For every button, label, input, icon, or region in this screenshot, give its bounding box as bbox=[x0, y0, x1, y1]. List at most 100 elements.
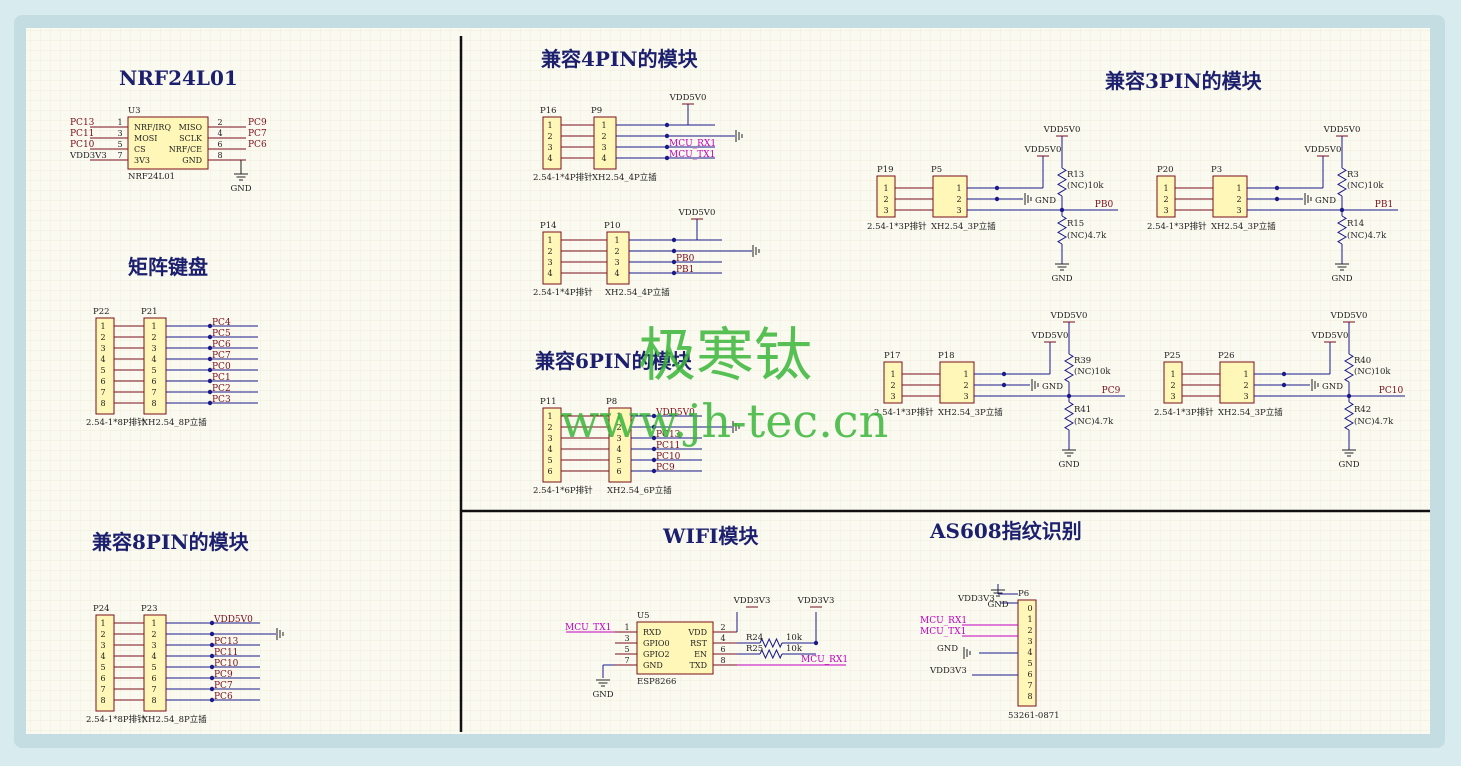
header-desc: 2.54-1*6P排针 bbox=[533, 485, 593, 496]
junction-dot bbox=[1274, 185, 1280, 191]
power-label: VDD5V0 bbox=[669, 93, 707, 103]
header-left bbox=[1156, 175, 1176, 218]
header-desc: XH2.54_3P立插 bbox=[1218, 407, 1283, 418]
as608-part: 53261-0871 bbox=[1008, 711, 1060, 721]
pin-number: 4 bbox=[217, 129, 222, 138]
pin-number: 3 bbox=[151, 344, 156, 353]
net-label: MCU_TX1 bbox=[920, 627, 966, 637]
pin-signal: RST bbox=[690, 639, 708, 648]
pin-number: 3 bbox=[151, 641, 156, 650]
net-label: PC2 bbox=[212, 384, 231, 394]
header-right bbox=[143, 614, 167, 712]
pin-number: 2 bbox=[1027, 626, 1032, 635]
pin-number: 1 bbox=[117, 118, 122, 127]
net-label: MCU_TX1 bbox=[565, 623, 611, 633]
power-label: VDD5V0 bbox=[1304, 145, 1342, 155]
pin-number: 1 bbox=[890, 370, 895, 379]
net-label: PC9 bbox=[1102, 386, 1121, 396]
resistor-value: (NC)4.7k bbox=[1354, 416, 1394, 427]
pin-signal: GPIO0 bbox=[643, 639, 670, 648]
resistor-ref: R15 bbox=[1067, 219, 1084, 229]
title-as608: AS608指纹识别 bbox=[929, 519, 1082, 543]
net-label: PC13 bbox=[70, 118, 95, 128]
header-ref: P3 bbox=[1211, 165, 1222, 175]
resistor bbox=[1057, 215, 1067, 245]
pin-number: 6 bbox=[547, 467, 552, 476]
header-desc: 2.54-1*3P排针 bbox=[1154, 407, 1214, 418]
header-ref: P18 bbox=[938, 351, 955, 361]
pin-number: 3 bbox=[547, 434, 552, 443]
title-4pin: 兼容4PIN的模块 bbox=[541, 47, 699, 71]
pin-number: 5 bbox=[547, 456, 552, 465]
pin-number: 7 bbox=[100, 685, 105, 694]
resistor-value: (NC)4.7k bbox=[1074, 416, 1114, 427]
net-label: PC7 bbox=[214, 681, 233, 691]
pin-number: 2 bbox=[100, 333, 105, 342]
header-left bbox=[542, 231, 562, 285]
header-desc: XH2.54_8P立插 bbox=[142, 417, 207, 428]
pin-number: 4 bbox=[601, 154, 606, 163]
pin-number: 4 bbox=[547, 269, 552, 278]
power-label: VDD3V3 bbox=[797, 596, 835, 606]
net-label: MCU_RX1 bbox=[801, 655, 848, 665]
pin-number: 2 bbox=[100, 630, 105, 639]
header-left bbox=[883, 361, 903, 404]
title-nrf: NRF24L01 bbox=[119, 66, 238, 90]
header-right bbox=[608, 407, 632, 483]
junction-dot bbox=[209, 664, 215, 670]
header-ref: P25 bbox=[1164, 351, 1181, 361]
pin-number: 1 bbox=[1170, 370, 1175, 379]
power-label: VDD5V0 bbox=[678, 208, 716, 218]
header-desc: XH2.54_3P立插 bbox=[1211, 221, 1276, 232]
pin-number: 7 bbox=[100, 388, 105, 397]
junction-dot bbox=[209, 697, 215, 703]
gnd-label: GND bbox=[1338, 460, 1359, 470]
net-label: PC0 bbox=[212, 362, 231, 372]
resistor-value: (NC)10k bbox=[1354, 366, 1391, 377]
header-left bbox=[876, 175, 896, 218]
header-right bbox=[1212, 175, 1248, 218]
as608-ref: P6 bbox=[1018, 589, 1029, 599]
pin-number: 8 bbox=[100, 399, 105, 408]
pin-number: 2 bbox=[601, 132, 606, 141]
junction-dot bbox=[209, 620, 215, 626]
pin-number: 8 bbox=[151, 696, 156, 705]
resistor-ref: R40 bbox=[1354, 356, 1371, 366]
header-desc: XH2.54_6P立插 bbox=[607, 485, 672, 496]
junction-dot bbox=[671, 237, 677, 243]
pin-signal: SCLK bbox=[179, 134, 203, 143]
power-label: VDD5V0 bbox=[1050, 311, 1088, 321]
net-label: PC6 bbox=[214, 692, 233, 702]
pin-number: 1 bbox=[100, 619, 105, 628]
pin-signal: MISO bbox=[179, 123, 203, 132]
resistor-value: (NC)10k bbox=[1067, 180, 1104, 191]
power-label: VDD5V0 bbox=[1043, 125, 1081, 135]
pin-number: 2 bbox=[151, 333, 156, 342]
net-label: PC7 bbox=[248, 129, 267, 139]
gnd-label: GND bbox=[230, 184, 251, 194]
pin-number: 2 bbox=[614, 247, 619, 256]
header-ref: P16 bbox=[540, 106, 557, 116]
header-desc: 2.54-1*3P排针 bbox=[874, 407, 934, 418]
header-ref: P24 bbox=[93, 604, 110, 614]
pin-number: 3 bbox=[547, 258, 552, 267]
junction-dot bbox=[664, 133, 670, 139]
gnd-label: GND bbox=[987, 600, 1008, 610]
header-left bbox=[542, 407, 562, 483]
header-desc: XH2.54_3P立插 bbox=[938, 407, 1003, 418]
resistor-ref: R39 bbox=[1074, 356, 1091, 366]
net-label: PC13 bbox=[656, 430, 681, 440]
pin-number: 5 bbox=[616, 456, 621, 465]
junction-dot bbox=[207, 367, 213, 373]
junction-dot bbox=[671, 248, 677, 254]
pin-number: 4 bbox=[720, 634, 725, 643]
net-label: PC10 bbox=[214, 659, 239, 669]
pin-signal: NRF/CE bbox=[169, 145, 202, 154]
pin-number: 2 bbox=[720, 623, 725, 632]
pin-number: 4 bbox=[100, 652, 105, 661]
junction-dot bbox=[207, 323, 213, 329]
pin-number: 1 bbox=[100, 322, 105, 331]
net-label: PC1 bbox=[212, 373, 231, 383]
